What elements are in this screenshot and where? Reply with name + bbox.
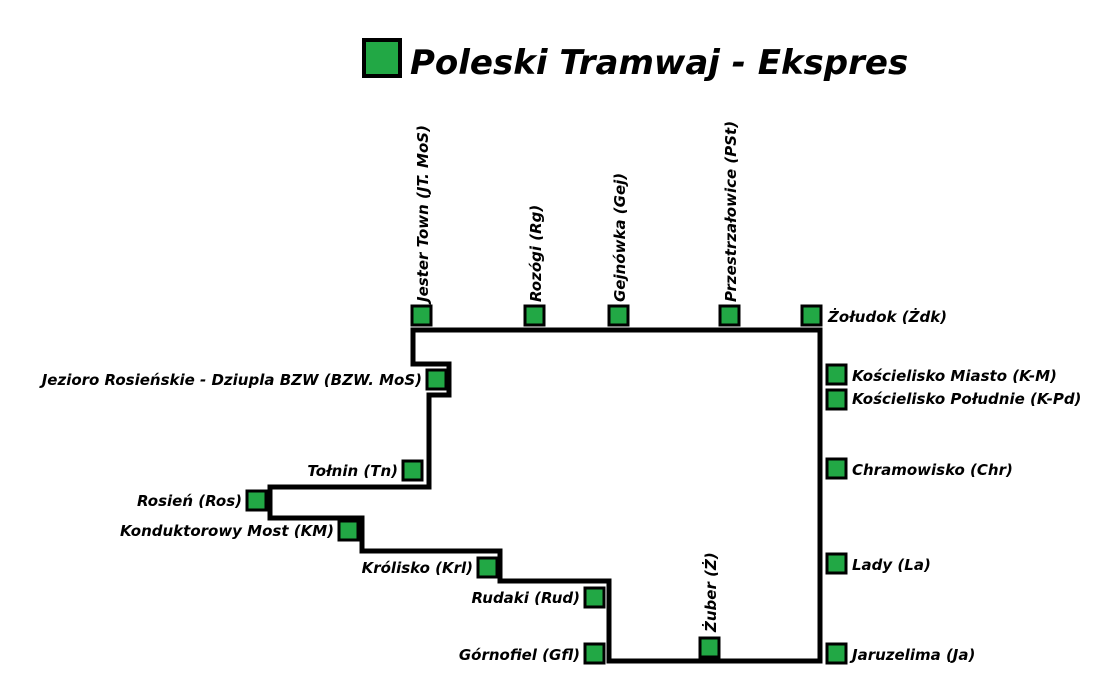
title-legend-square-icon bbox=[362, 38, 402, 78]
station-label-tolnin: Tołnin (Tn) bbox=[307, 462, 398, 480]
station-label-koscielisko-poludnie: Kościelisko Południe (K-Pd) bbox=[852, 390, 1081, 408]
stop-marker-jezioro-rosienskie[interactable] bbox=[425, 368, 448, 391]
page-title: Poleski Tramwaj - Ekspres bbox=[410, 43, 908, 83]
station-label-jester-town: Jester Town (JT. MoS) bbox=[414, 125, 432, 305]
station-label-chramowisko: Chramowisko (Chr) bbox=[852, 461, 1013, 479]
stop-marker-gejnowka[interactable] bbox=[607, 304, 630, 327]
stop-marker-gornofiel[interactable] bbox=[583, 642, 606, 665]
stop-marker-jaruzelima[interactable] bbox=[825, 642, 848, 665]
stop-marker-jester-town[interactable] bbox=[410, 304, 433, 327]
station-labels-left: Górnofiel (Gfl) Rudaki (Rud) Królisko (K… bbox=[39, 371, 580, 664]
stop-marker-tolnin[interactable] bbox=[401, 459, 424, 482]
stop-marker-rosien[interactable] bbox=[245, 489, 268, 512]
stop-marker-chramowisko[interactable] bbox=[825, 457, 848, 480]
stop-marker-koscielisko-poludnie[interactable] bbox=[825, 388, 848, 411]
stop-marker-konduktorowy-most[interactable] bbox=[337, 519, 360, 542]
station-label-koscielisko-miasto: Kościelisko Miasto (K-M) bbox=[852, 367, 1057, 385]
route-line bbox=[267, 327, 823, 664]
stop-marker-krolisko[interactable] bbox=[476, 556, 499, 579]
station-label-zuber: Żuber (Ż) bbox=[701, 552, 720, 633]
station-labels-vertical: Jester Town (JT. MoS) Rozógi (Rg) Gejnów… bbox=[414, 121, 740, 633]
station-label-gejnowka: Gejnówka (Gej) bbox=[611, 173, 629, 302]
title-block: Poleski Tramwaj - Ekspres bbox=[362, 38, 908, 83]
stop-marker-koscielisko-miasto[interactable] bbox=[825, 363, 848, 386]
stop-marker-lady[interactable] bbox=[825, 552, 848, 575]
station-label-krolisko: Królisko (Krl) bbox=[362, 559, 473, 577]
station-label-zoludok: Żołudok (Żdk) bbox=[827, 307, 947, 326]
station-label-rozogi: Rozógi (Rg) bbox=[527, 205, 545, 302]
stop-marker-rozogi[interactable] bbox=[523, 304, 546, 327]
station-label-gornofiel: Górnofiel (Gfl) bbox=[459, 646, 580, 664]
station-label-jaruzelima: Jaruzelima (Ja) bbox=[849, 646, 975, 664]
stop-marker-zuber[interactable] bbox=[698, 636, 721, 659]
stop-marker-przestrzalowice[interactable] bbox=[718, 304, 741, 327]
station-label-konduktorowy-most: Konduktorowy Most (KM) bbox=[120, 522, 334, 540]
station-label-rosien: Rosień (Ros) bbox=[137, 492, 242, 510]
station-label-przestrzalowice: Przestrzałowice (PSt) bbox=[722, 121, 740, 302]
station-label-jezioro-rosienskie: Jezioro Rosieńskie - Dziupla BZW (BZW. M… bbox=[39, 371, 422, 389]
stop-markers bbox=[245, 304, 848, 665]
station-labels-right: Żołudok (Żdk) Kościelisko Miasto (K-M) K… bbox=[827, 307, 1081, 664]
station-label-lady: Lady (La) bbox=[852, 556, 931, 574]
stop-marker-zoludok[interactable] bbox=[800, 304, 823, 327]
station-label-rudaki: Rudaki (Rud) bbox=[472, 589, 580, 607]
stop-marker-rudaki[interactable] bbox=[583, 586, 606, 609]
